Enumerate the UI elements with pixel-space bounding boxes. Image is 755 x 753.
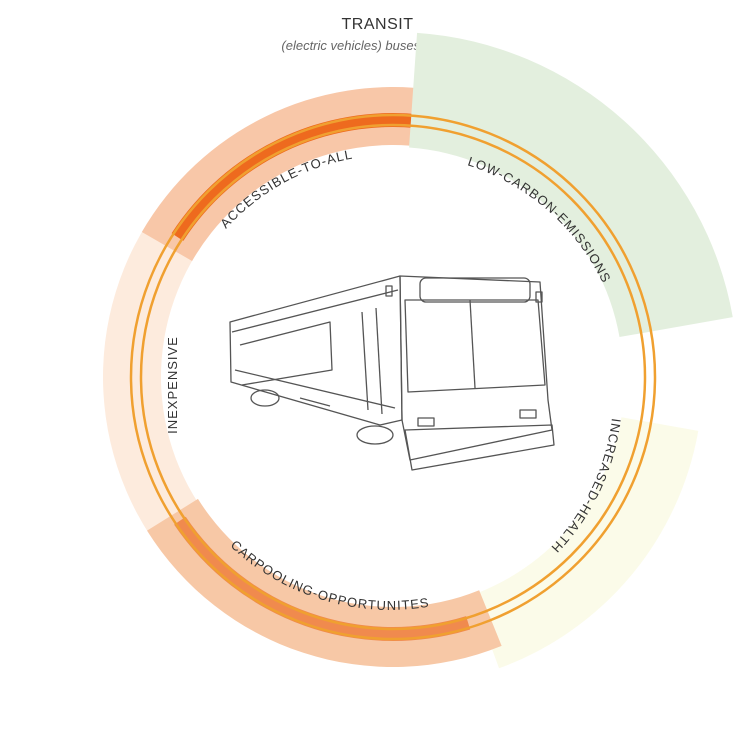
bus-icon xyxy=(229,275,555,471)
inner-ring-line xyxy=(139,123,647,631)
band-increased-health xyxy=(472,417,699,669)
segment-label-inexpensive: INEXPENSIVE xyxy=(165,336,180,434)
diagram-title: TRANSIT xyxy=(341,16,414,33)
band-inexpensive xyxy=(102,223,238,593)
outer-ring-line xyxy=(129,113,657,641)
band-carpooling-inner xyxy=(174,516,471,642)
band-carpooling-opportunites xyxy=(147,498,502,667)
ring-bands xyxy=(102,32,733,669)
band-accessible-to-all xyxy=(141,87,434,262)
